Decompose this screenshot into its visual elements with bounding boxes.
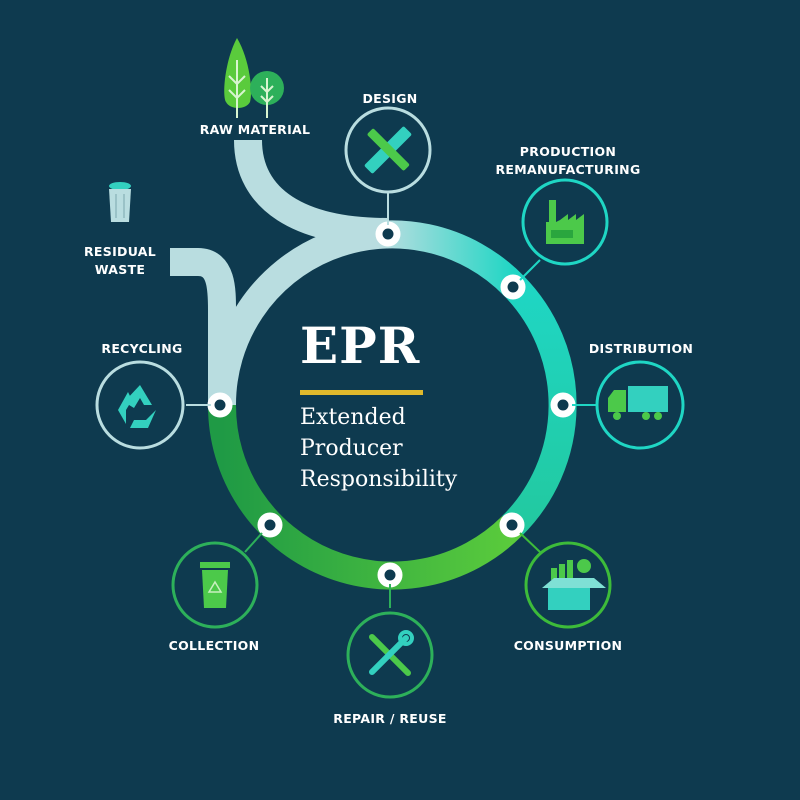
collection-label: COLLECTION	[168, 638, 260, 653]
repair-reuse-label: REPAIR / REUSE	[333, 711, 447, 726]
wrench-screwdriver-icon	[369, 630, 414, 676]
truck-icon	[608, 386, 668, 420]
production-circle	[521, 178, 609, 266]
subtitle-line-2: Producer	[300, 436, 403, 461]
residual-waste-flow	[170, 248, 236, 405]
subtitle-line-3: Responsibility	[300, 467, 458, 492]
distribution-label: DISTRIBUTION	[588, 341, 694, 356]
subtitle-line-1: Extended	[300, 405, 406, 430]
recycling-circle	[95, 360, 185, 450]
recycling-label: RECYCLING	[101, 341, 183, 356]
production-label: PRODUCTION REMANUFACTURING	[495, 143, 640, 179]
ring-top	[207, 220, 525, 406]
ring-nodes	[207, 221, 576, 588]
residual-waste-label-line1: RESIDUAL	[84, 244, 156, 259]
trash-bin-icon	[109, 182, 131, 222]
center-divider	[300, 390, 423, 395]
recycle-bin-icon	[200, 562, 230, 608]
box-chart-icon	[542, 559, 606, 610]
production-label-line1: PRODUCTION	[519, 144, 617, 159]
consumption-label: CONSUMPTION	[513, 638, 623, 653]
distribution-circle	[595, 360, 685, 450]
ring-bottom	[207, 404, 522, 590]
recycle-icon	[118, 385, 156, 428]
center-title: EPR	[300, 316, 421, 375]
design-circle	[344, 106, 432, 194]
factory-icon	[546, 200, 584, 244]
consumption-circle	[524, 541, 612, 629]
trees-icon	[224, 38, 284, 118]
repair-circle	[346, 611, 434, 699]
design-label: DESIGN	[362, 91, 418, 106]
collection-circle	[171, 541, 259, 629]
production-label-line2: REMANUFACTURING	[495, 162, 641, 177]
center-subtitle: Extended Producer Responsibility	[300, 402, 457, 495]
pencil-ruler-icon	[364, 126, 412, 174]
residual-waste-label: RESIDUAL WASTE	[84, 243, 156, 279]
raw-material-label: RAW MATERIAL	[199, 122, 311, 137]
residual-waste-label-line2: WASTE	[94, 262, 146, 277]
